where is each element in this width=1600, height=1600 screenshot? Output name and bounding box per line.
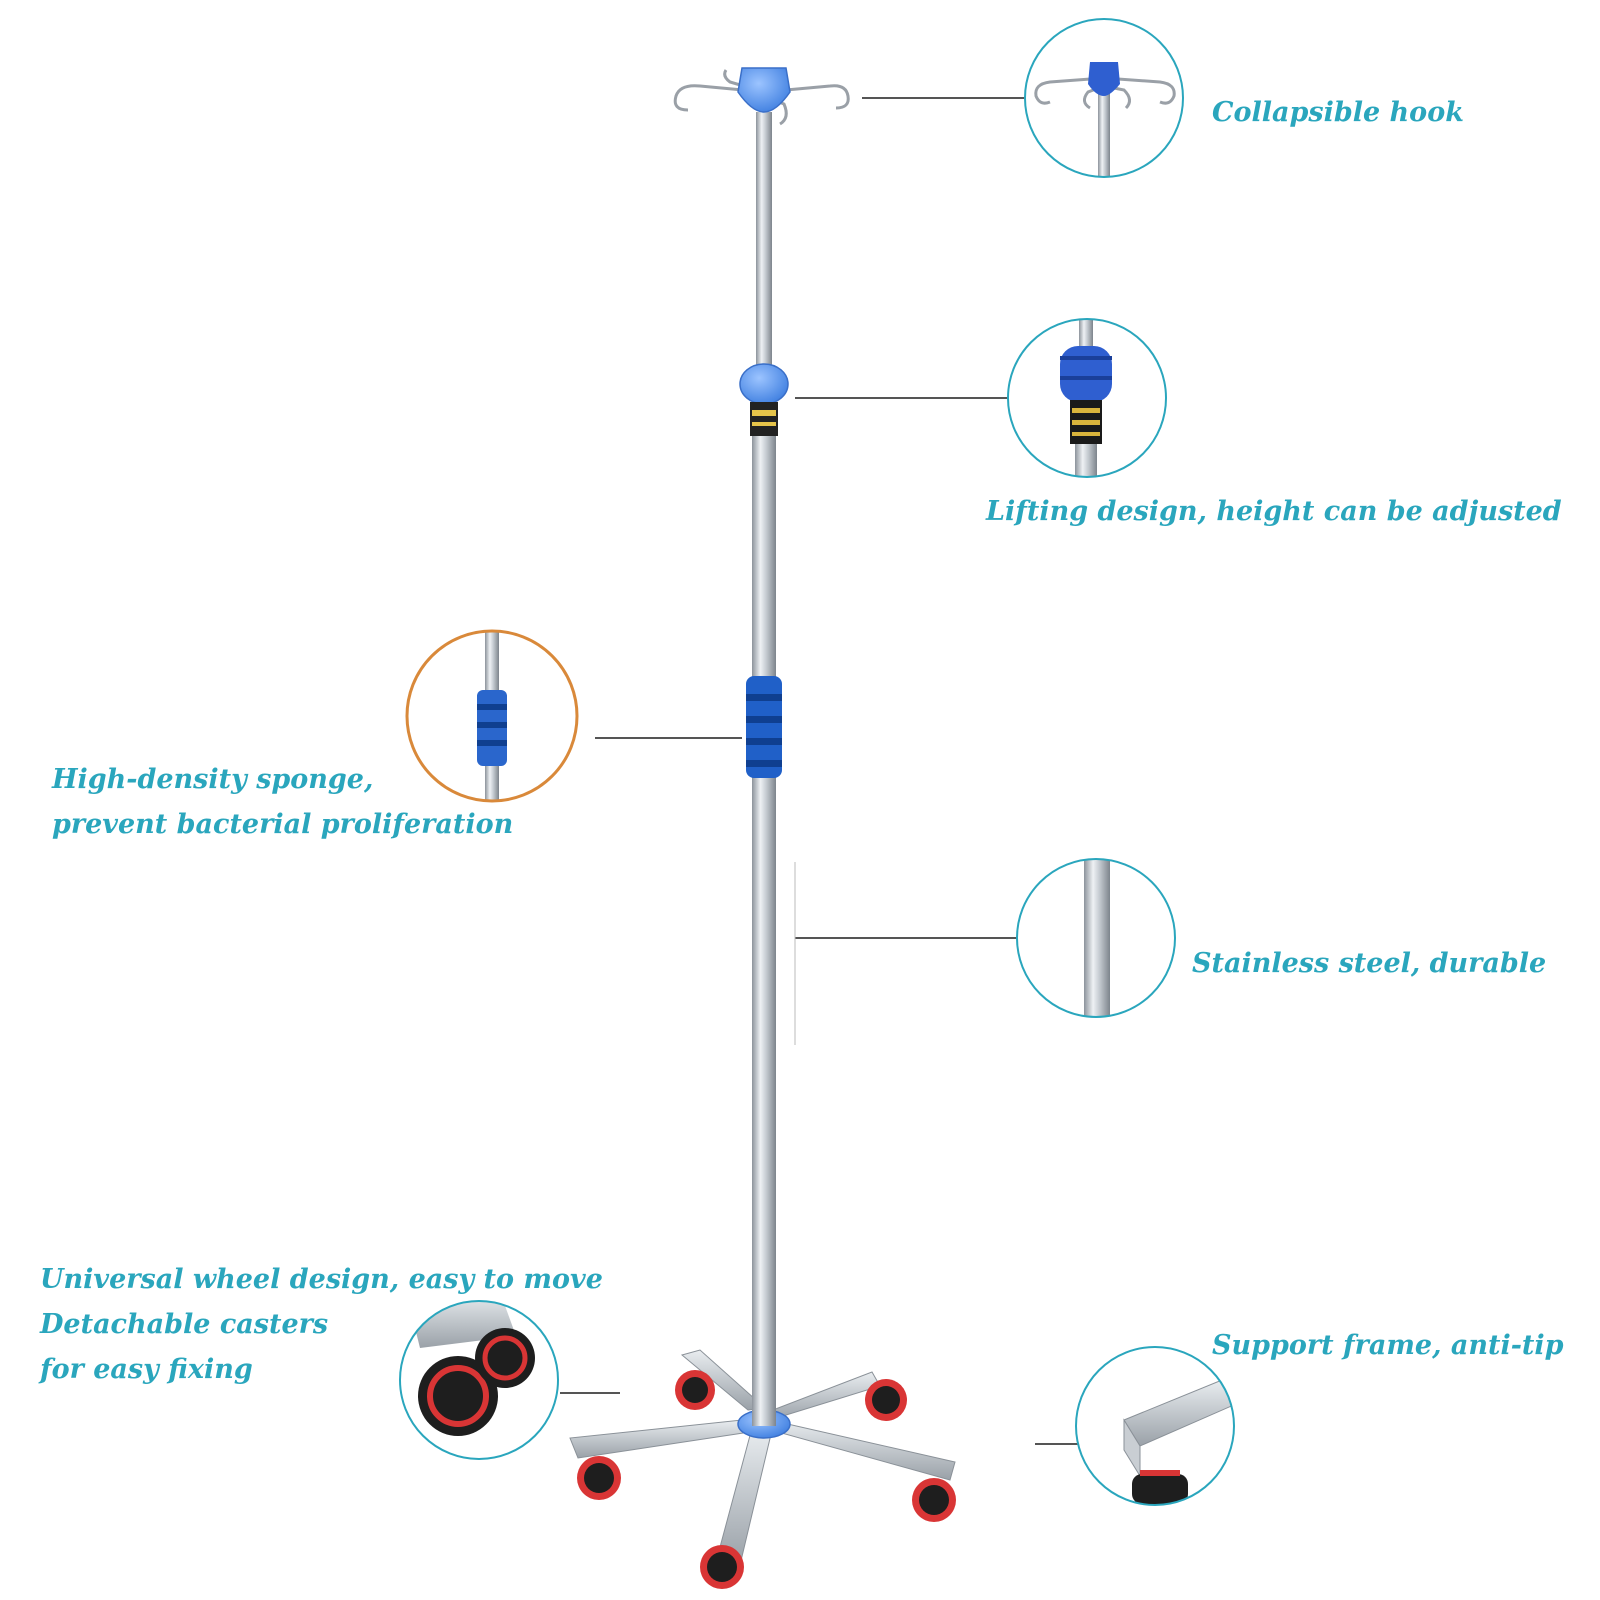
callout-sponge — [405, 629, 579, 803]
stand-caster — [577, 1456, 621, 1500]
stand-caster — [675, 1370, 715, 1410]
sponge-grip-icon — [477, 631, 507, 801]
stand-caster — [865, 1379, 907, 1421]
callout-hook — [1024, 18, 1184, 178]
sponge-grip — [746, 676, 782, 778]
callout-steel — [1016, 858, 1176, 1018]
iv-stand — [569, 67, 956, 1589]
base-leg-icon — [1123, 1379, 1234, 1504]
label-wheel: Universal wheel design, easy to move Det… — [40, 1264, 603, 1385]
stand-caster — [700, 1545, 744, 1589]
label-wheel-line2: Detachable casters — [40, 1309, 329, 1341]
upper-pole — [756, 112, 772, 384]
label-collapsible-hook: Collapsible hook — [1212, 97, 1464, 128]
callout-lift — [1007, 318, 1167, 478]
height-adjust-knob — [739, 363, 789, 436]
lower-pole — [752, 436, 776, 1426]
label-sponge: High-density sponge, prevent bacterial p… — [52, 764, 513, 840]
label-support-frame: Support frame, anti-tip — [1212, 1330, 1564, 1361]
label-sponge-line1: High-density sponge, — [52, 764, 374, 795]
label-lifting-design: Lifting design, height can be adjusted — [986, 496, 1562, 527]
callout-base — [1075, 1346, 1235, 1506]
leader-lines — [560, 97, 1088, 1445]
label-wheel-line1: Universal wheel design, easy to move — [40, 1264, 603, 1295]
label-sponge-line2: prevent bacterial proliferation — [52, 809, 514, 841]
hook-top — [673, 69, 850, 126]
stand-base — [569, 1349, 956, 1589]
stand-caster — [912, 1478, 956, 1522]
steel-pole-icon — [1084, 859, 1110, 1017]
label-stainless-steel: Stainless steel, durable — [1192, 948, 1547, 979]
height-adjust-knob-icon — [1060, 319, 1112, 477]
label-wheel-line3: for easy fixing — [40, 1354, 253, 1386]
iv-hook-icon — [1034, 62, 1176, 177]
